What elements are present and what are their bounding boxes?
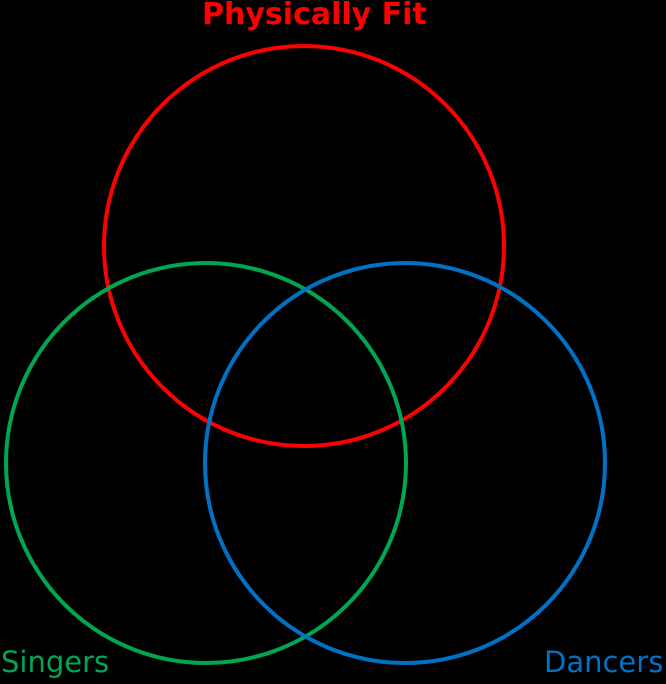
label-physically-fit: Physically Fit	[202, 0, 427, 32]
circle-singers[interactable]	[4, 261, 408, 665]
circle-physically-fit[interactable]	[102, 44, 506, 448]
label-dancers: Dancers	[544, 645, 664, 679]
label-singers: Singers	[1, 645, 110, 679]
circle-dancers[interactable]	[203, 261, 607, 665]
